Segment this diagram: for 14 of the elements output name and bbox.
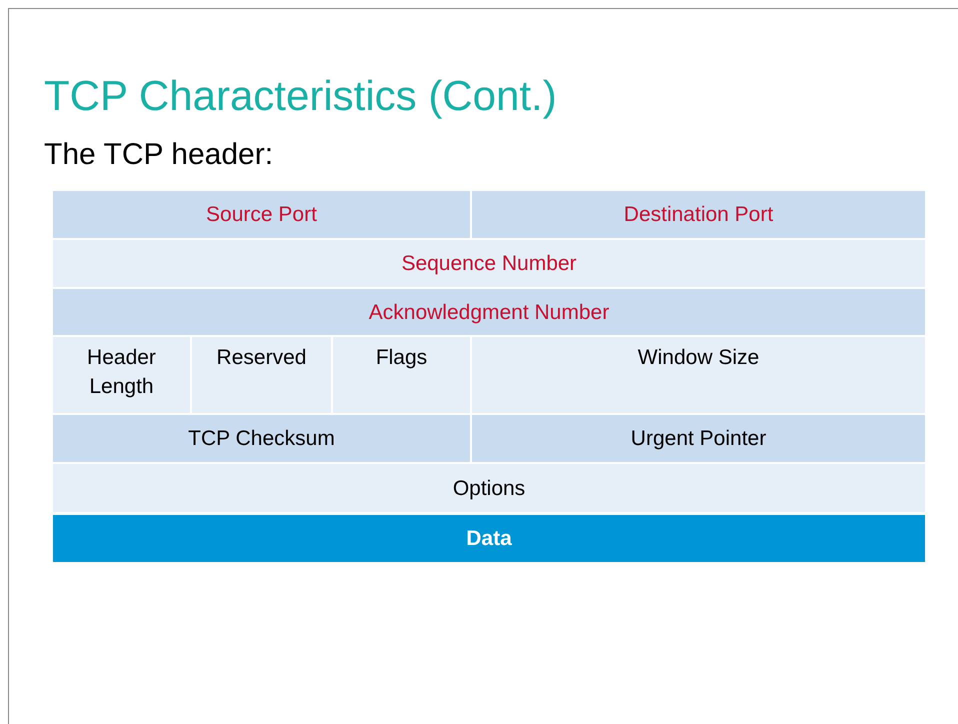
header-field: Destination Port [472, 191, 925, 238]
data-field: Data [53, 515, 925, 562]
header-field: Header Length [53, 337, 190, 413]
header-field: Reserved [192, 337, 331, 413]
header-field: Sequence Number [53, 240, 925, 287]
header-field: Window Size [472, 337, 925, 413]
slide-title: TCP Characteristics (Cont.) [44, 72, 557, 120]
header-field: Flags [333, 337, 470, 413]
subtitle: The TCP header: [44, 138, 274, 172]
header-field: Options [53, 464, 925, 512]
header-field: TCP Checksum [53, 415, 470, 462]
header-field: Source Port [53, 191, 470, 238]
header-field: Urgent Pointer [472, 415, 925, 462]
header-field: Acknowledgment Number [53, 289, 925, 335]
